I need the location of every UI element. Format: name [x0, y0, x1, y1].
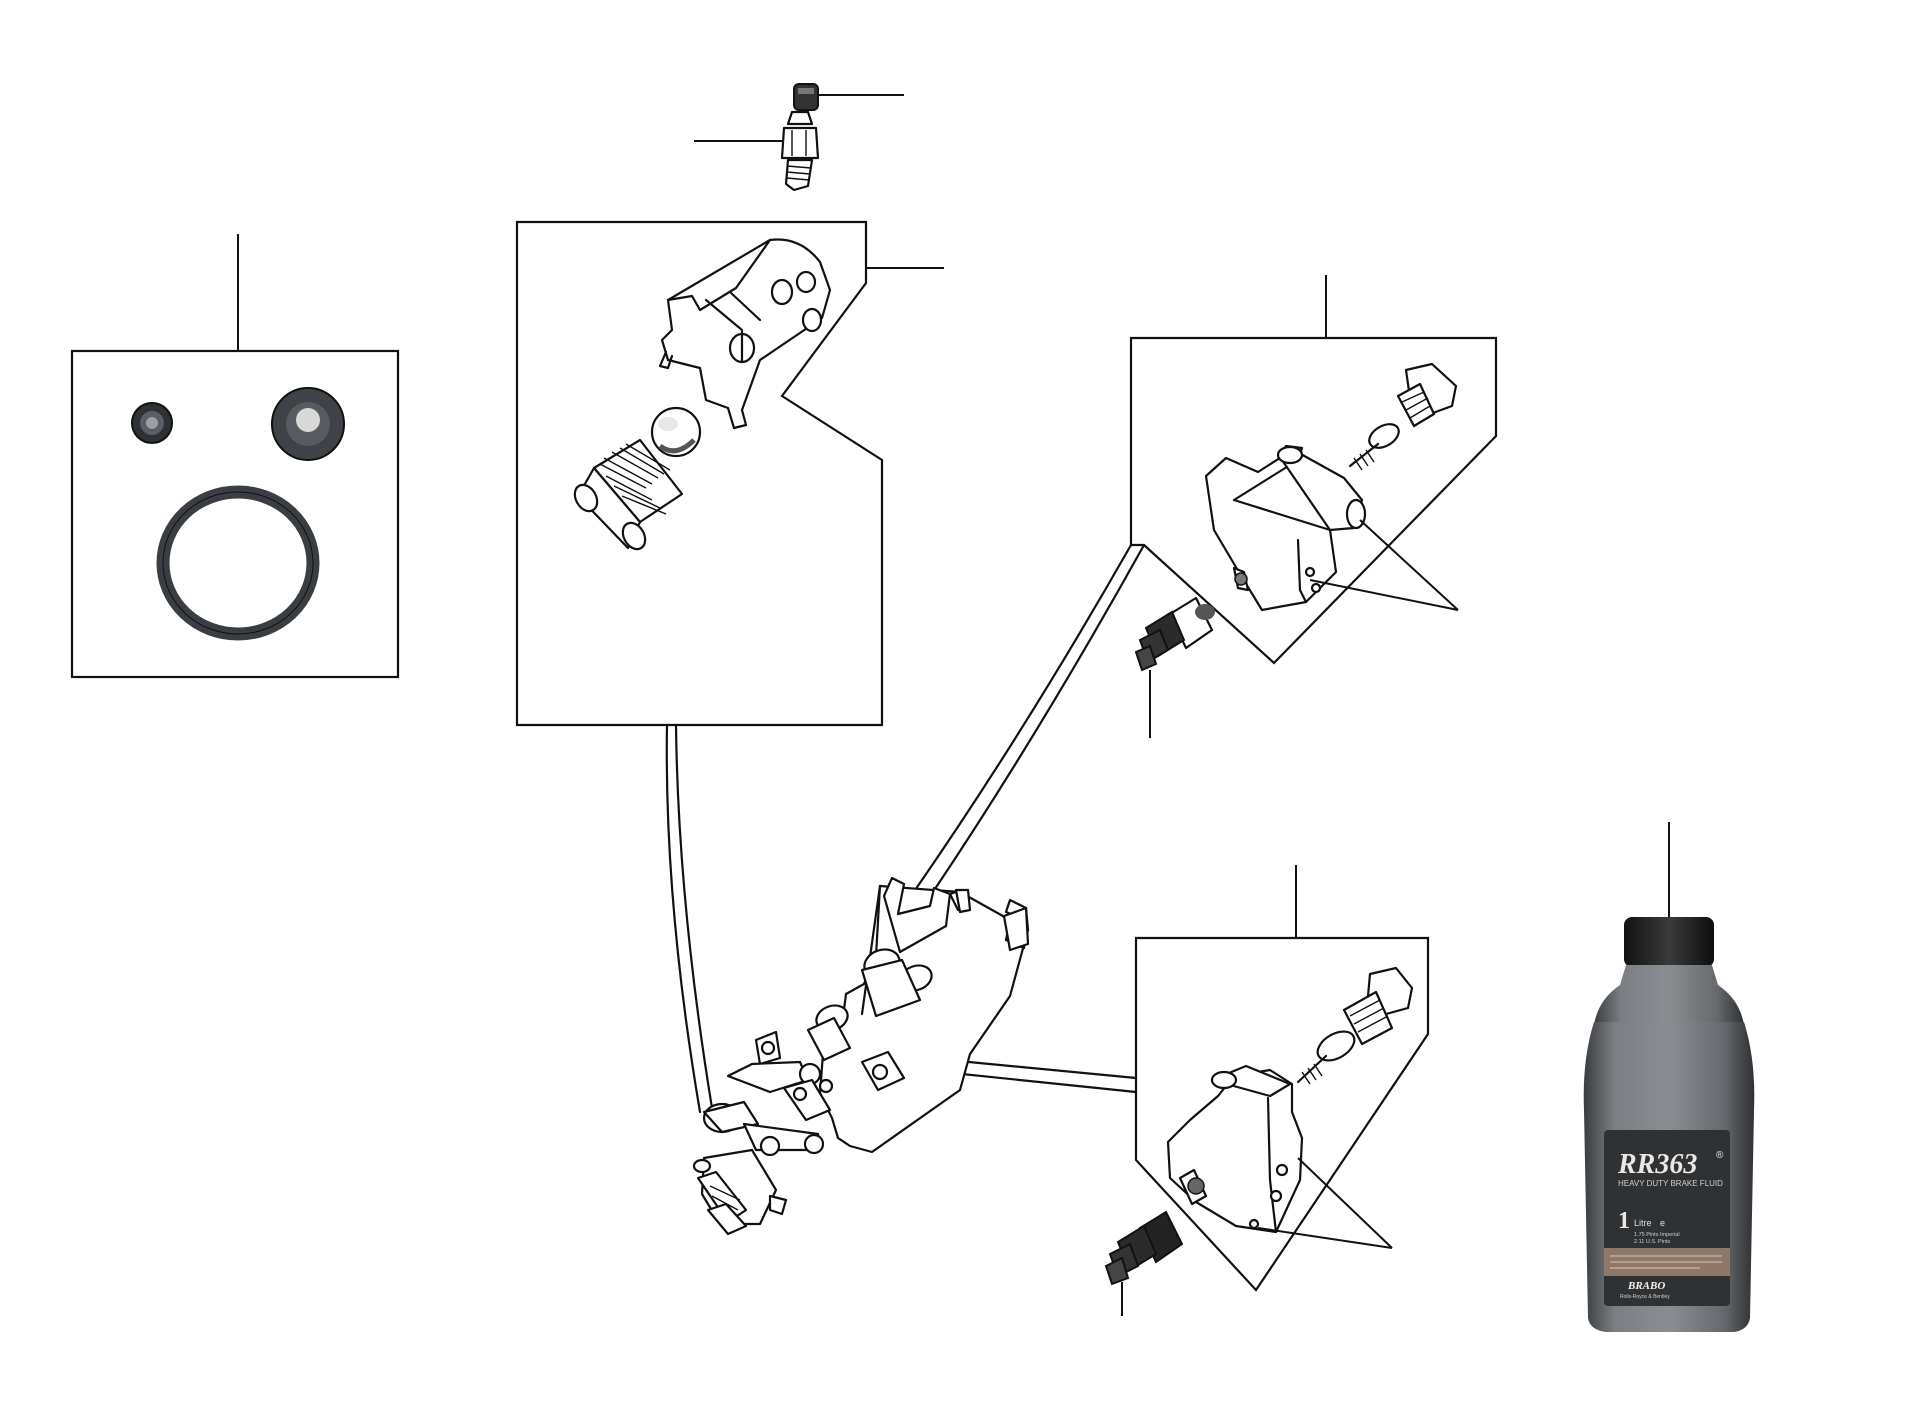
pipe-to-upper-caliper — [902, 543, 1133, 908]
pipe-to-valve-housing — [665, 723, 702, 1114]
bottle-imperial-text: 1.75 Pints Imperial — [1634, 1232, 1680, 1238]
valve-ball — [650, 406, 702, 458]
valve-housing — [658, 238, 832, 430]
callout-line-upper-a — [1359, 519, 1459, 611]
bleed-screw-assembly[interactable] — [694, 83, 904, 192]
bottle-subtitle-text: HEAVY DUTY BRAKE FLUID — [1618, 1179, 1723, 1188]
bottle-maker-sub-text: Rolls-Royce & Bentley — [1620, 1294, 1670, 1300]
pipe-to-upper-caliper-b — [912, 543, 1146, 922]
bottle-maker-text: BRABO — [1627, 1280, 1665, 1292]
brake-fluid-bottle[interactable]: RR363 ® HEAVY DUTY BRAKE FLUID 1 Litre e… — [1583, 822, 1755, 1332]
seal-kit-box — [70, 349, 400, 679]
bottle-volume-symbol: e — [1660, 1218, 1665, 1228]
lower-dust-boot — [1104, 1210, 1184, 1316]
o-ring-seal — [156, 485, 320, 641]
bottle-volume-unit: Litre — [1634, 1218, 1652, 1228]
upper-caliper-body — [1204, 444, 1367, 612]
upper-caliper-panel[interactable] — [1129, 275, 1498, 665]
grommet-seal — [271, 387, 345, 461]
callout-line-upper-b — [1309, 579, 1459, 611]
threaded-plug — [573, 438, 684, 551]
small-seal — [131, 402, 173, 444]
callout-line-lower-a — [1297, 1157, 1393, 1249]
upper-caliper-bleed-screw — [1348, 362, 1458, 471]
bottle-brand-text: RR363 — [1617, 1149, 1697, 1180]
bleed-screw — [780, 110, 820, 192]
bottle-shoulder — [1594, 965, 1744, 1025]
valve-housing-panel[interactable] — [515, 220, 944, 727]
dust-cap — [793, 83, 819, 111]
lower-caliper-panel[interactable] — [1134, 865, 1430, 1292]
brake-linkage-mechanism[interactable] — [665, 543, 1146, 1236]
callout-line-lower-b — [1257, 1227, 1393, 1249]
lower-caliper-body — [1166, 1064, 1304, 1234]
bottle-volume-number: 1 — [1618, 1208, 1630, 1234]
pipe-to-valve-housing-b — [674, 723, 714, 1110]
linkage-assembly — [692, 876, 1030, 1236]
lower-caliper-bleed-screw — [1296, 966, 1414, 1085]
bottle-cap — [1624, 917, 1714, 967]
seal-kit-panel[interactable] — [70, 234, 400, 679]
bottle-registered-mark: ® — [1716, 1150, 1724, 1161]
upper-dust-boot — [1134, 596, 1215, 738]
bottle-us-text: 2.11 U.S. Pints — [1634, 1239, 1671, 1245]
valve-housing-box — [515, 220, 884, 727]
